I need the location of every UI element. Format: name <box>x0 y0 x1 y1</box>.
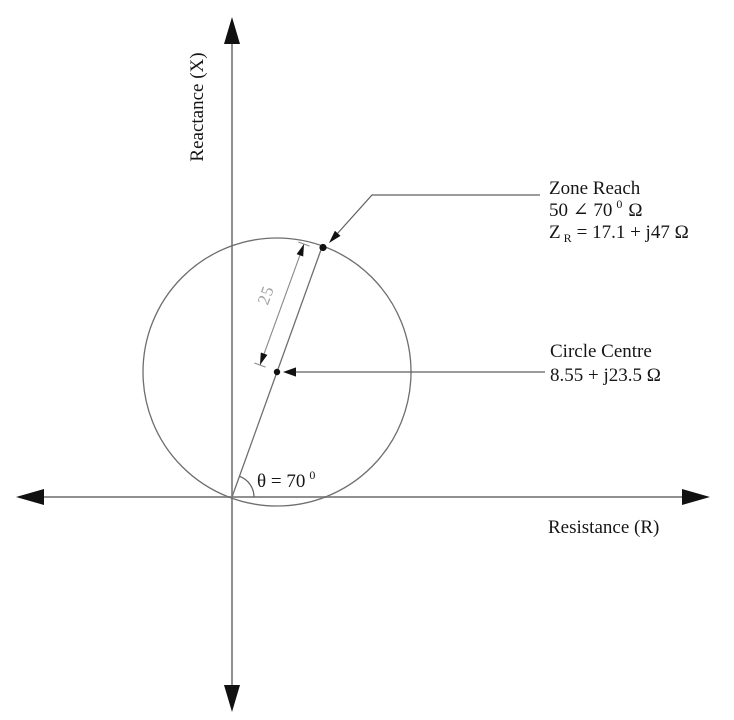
radius-dimension-tick-top <box>298 241 310 247</box>
circle-centre-value: 8.55 + j23.5 Ω <box>550 365 661 386</box>
y-axis-label: Reactance (X) <box>187 52 208 161</box>
radius-dimension-arrow-top-icon <box>296 244 304 257</box>
zone-reach-z-subscript: R <box>564 231 572 245</box>
zone-reach-title: Zone Reach <box>549 178 641 199</box>
zone-reach-leader-arrow-icon <box>329 230 341 243</box>
angle-arc <box>239 475 255 498</box>
zone-reach-polar-unit: Ω <box>628 200 642 221</box>
circle-centre-title: Circle Centre <box>550 341 652 362</box>
y-axis-arrow-bottom-icon <box>224 685 240 712</box>
radius-dimension-line <box>259 243 305 366</box>
y-axis-arrow-top-icon <box>224 17 240 44</box>
circle-centre-label: Circle Centre 8.55 + j23.5 Ω <box>550 341 661 386</box>
x-axis-label: Resistance (R) <box>548 517 659 538</box>
zone-reach-point <box>319 243 327 252</box>
zone-reach-polar-sup: 0 <box>616 197 622 211</box>
x-axis-arrow-right-icon <box>682 489 710 505</box>
zone-reach-polar-base: 50 ∠ 70 <box>549 200 612 221</box>
x-axis-arrow-left-icon <box>16 489 44 505</box>
angle-label: θ = 70 0 <box>257 468 315 492</box>
circle-centre-leader-arrow-icon <box>283 367 296 377</box>
angle-label-base: θ = 70 <box>257 471 305 492</box>
radius-dimension-tick-bottom <box>254 362 266 368</box>
radius-dimension-label: 25 <box>254 283 278 307</box>
zone-reach-rect-rest: = 17.1 + j47 Ω <box>577 222 689 243</box>
radius-dimension-arrow-bottom-icon <box>260 352 268 365</box>
circle-centre-point <box>273 368 281 376</box>
zone-reach-z-symbol: Z <box>549 222 561 243</box>
zone-reach-leader <box>336 194 540 235</box>
angle-label-sup: 0 <box>309 468 315 482</box>
